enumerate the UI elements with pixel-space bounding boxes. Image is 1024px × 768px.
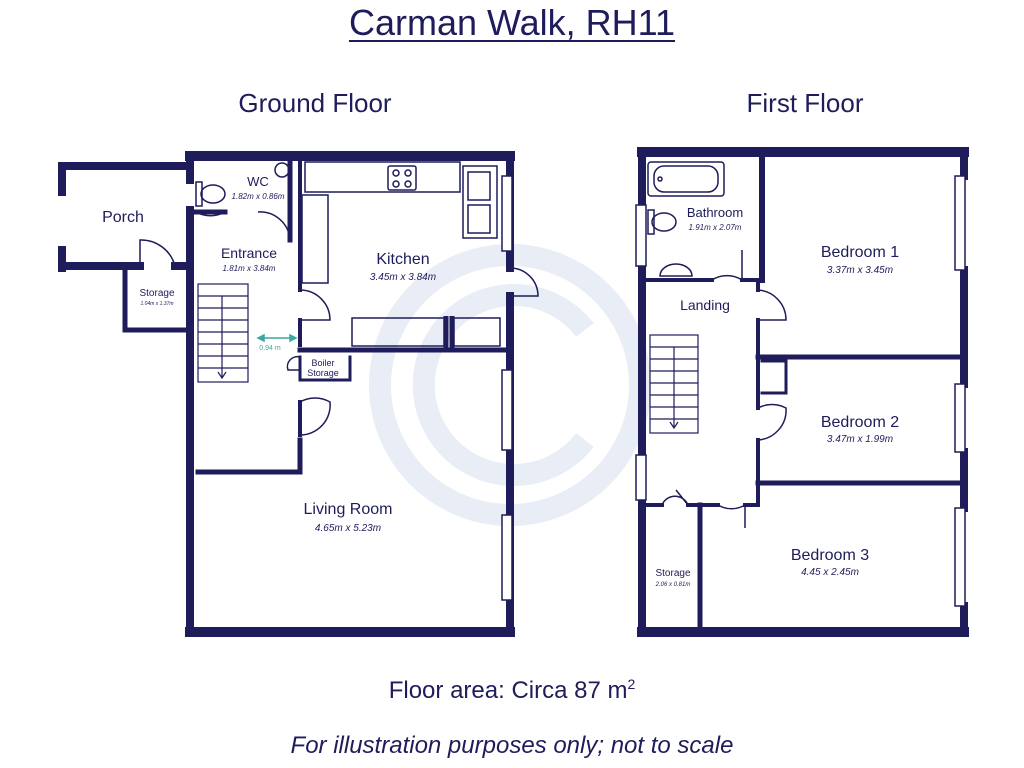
room-name-porch: Porch bbox=[102, 209, 144, 226]
first-floor-doors bbox=[661, 250, 787, 528]
kitchen-units bbox=[301, 161, 501, 350]
room-dims-kitchen: 3.45m x 3.84m bbox=[370, 272, 436, 283]
room-name-boiler-line2: Storage bbox=[307, 368, 339, 378]
room-name-landing: Landing bbox=[680, 297, 730, 313]
room-name-entrance: Entrance bbox=[221, 245, 277, 261]
room-name-boiler: Boiler bbox=[311, 358, 334, 368]
room-dims-bedroom1: 3.37m x 3.45m bbox=[827, 265, 893, 276]
wc-fixtures bbox=[195, 162, 290, 207]
room-dims-storage2: 2.06 x 0.81m bbox=[655, 582, 691, 588]
room-name-storage2: Storage bbox=[655, 568, 690, 579]
room-dims-storage: 1.04m x 1.37m bbox=[140, 301, 173, 307]
room-dims-bedroom2: 3.47m x 1.99m bbox=[827, 434, 893, 445]
room-dims-entrance: 1.81m x 3.84m bbox=[223, 264, 276, 273]
ground-floor-windows bbox=[501, 175, 513, 601]
room-dims-wc: 1.82m x 0.86m bbox=[232, 192, 285, 201]
bathroom-fixtures bbox=[647, 161, 725, 277]
width-marker bbox=[256, 333, 298, 343]
first-floor-heading: First Floor bbox=[746, 88, 864, 118]
room-name-storage: Storage bbox=[139, 288, 174, 299]
room-name-kitchen: Kitchen bbox=[376, 251, 429, 268]
width-marker-label: 0.94 m bbox=[259, 345, 281, 352]
room-name-bedroom2: Bedroom 2 bbox=[821, 414, 899, 431]
floor-area: Floor area: Circa 87 m2 bbox=[0, 676, 1024, 705]
first-floor-walls bbox=[637, 147, 969, 637]
floor-area-unit-sup: 2 bbox=[627, 676, 636, 692]
room-dims-bedroom3: 4.45 x 2.45m bbox=[801, 567, 859, 578]
room-dims-living: 4.65m x 5.23m bbox=[315, 523, 381, 534]
room-name-bedroom1: Bedroom 1 bbox=[821, 244, 899, 261]
room-name-bathroom: Bathroom bbox=[687, 205, 743, 220]
room-name-bedroom3: Bedroom 3 bbox=[791, 547, 869, 564]
ground-floor-doors bbox=[139, 211, 539, 436]
floor-area-text: Floor area: Circa 87 m bbox=[388, 677, 628, 704]
room-dims-bathroom: 1.91m x 2.07m bbox=[689, 223, 742, 232]
first-floor-windows bbox=[635, 175, 966, 607]
room-name-wc: WC bbox=[247, 174, 269, 189]
plan-title: Carman Walk, RH11 bbox=[348, 2, 676, 43]
first-floor-stairs bbox=[649, 334, 699, 434]
ground-floor-stairs bbox=[197, 283, 249, 383]
first-floor-labels: Bathroom 1.91m x 2.07m Bedroom 1 3.37m x… bbox=[655, 205, 900, 588]
room-name-living: Living Room bbox=[304, 501, 393, 518]
ground-floor-heading: Ground Floor bbox=[238, 88, 392, 118]
ground-floor-labels: Porch WC 1.82m x 0.86m Entrance 1.81m x … bbox=[102, 174, 436, 534]
disclaimer: For illustration purposes only; not to s… bbox=[290, 732, 734, 759]
